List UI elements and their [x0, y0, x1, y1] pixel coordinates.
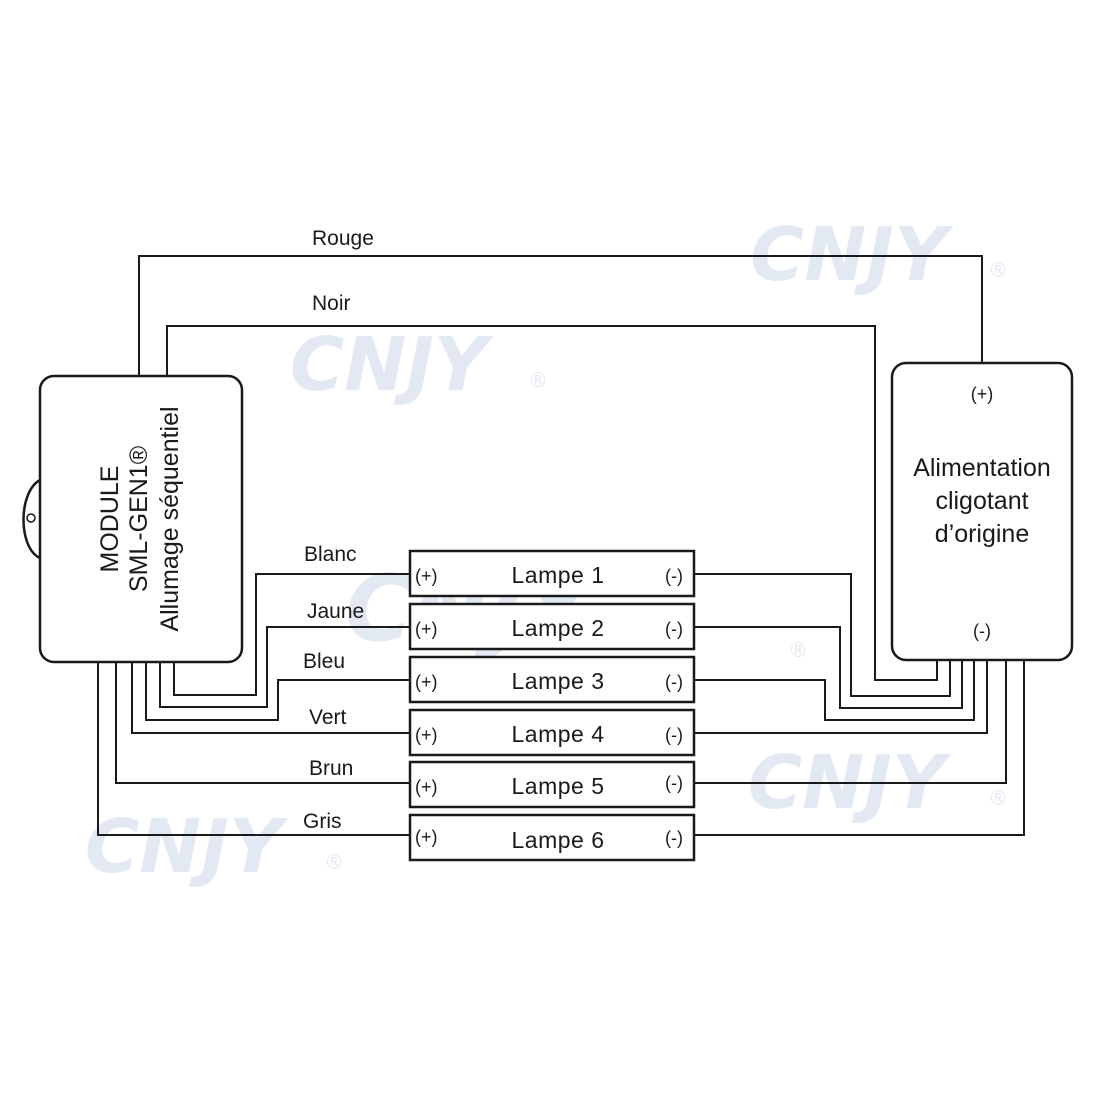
lamp-minus-terminal: (-) [665, 619, 683, 639]
watermark-mark: ® [324, 850, 344, 874]
lamp-plus-terminal: (+) [415, 777, 438, 797]
power-box: (+) Alimentation cligotant d’origine (-) [890, 361, 1074, 662]
wire-minus-lampe-5 [694, 660, 1007, 784]
lamp-box [408, 813, 696, 862]
wire-label: Bleu [303, 650, 345, 673]
lamp-minus-terminal: (-) [665, 828, 683, 848]
wire-label: Blanc [304, 543, 357, 566]
lamp-label: Lampe 3 [511, 668, 604, 694]
watermark-mark: ® [988, 258, 1008, 282]
wire-brun [115, 662, 410, 784]
watermark-text: CNJY [85, 804, 289, 890]
lamp-plus-terminal: (+) [415, 672, 438, 692]
wire-bleu [145, 662, 410, 721]
lamp-3: (+) Lampe 3 (-) Bleu [303, 650, 696, 704]
wire-noir [166, 325, 938, 681]
lamp-box [408, 655, 696, 704]
wire-minus-lampe-6 [694, 660, 1025, 836]
wire-blanc [173, 573, 410, 696]
lamp-label: Lampe 1 [511, 562, 604, 588]
wire-jaune [159, 626, 410, 708]
module-body [38, 374, 244, 664]
watermark-mark: ® [528, 368, 548, 392]
lamp-label: Lampe 5 [511, 773, 604, 799]
wire-label: Jaune [307, 600, 364, 623]
watermark-mark: ® [788, 638, 808, 662]
module-line-2: SML-GEN1® [125, 445, 153, 592]
lamp-label: Lampe 2 [511, 615, 604, 641]
lamp-plus-terminal: (+) [415, 725, 438, 745]
wire-label: Gris [303, 810, 342, 833]
wire-minus-lampe-3 [694, 660, 975, 721]
lamp-minus-terminal: (-) [665, 672, 683, 692]
lamp-box [408, 549, 696, 598]
power-line-3: d’origine [935, 520, 1030, 548]
lamp-plus-terminal: (+) [415, 619, 438, 639]
wire-minus-lampe-1 [694, 573, 951, 697]
watermark-text: CNJY [290, 322, 494, 408]
wire-vert [131, 662, 410, 734]
lamp-minus-terminal: (-) [665, 566, 683, 586]
wire-label-noir: Noir [312, 292, 351, 315]
lamp-5: (+) Lampe 5 (-) Brun [309, 757, 696, 809]
wire-minus-lampe-2 [694, 626, 963, 709]
lamp-minus-terminal: (-) [665, 773, 683, 793]
lamp-minus-terminal: (-) [665, 725, 683, 745]
module-label: MODULE SML-GEN1® Allumage séquentiel [96, 406, 184, 631]
wire-gris [97, 662, 410, 836]
module-line-1: MODULE [96, 466, 124, 573]
lamp-label: Lampe 4 [511, 721, 604, 747]
lamp-box [408, 708, 696, 757]
wire-label: Brun [309, 757, 353, 780]
power-line-2: cligotant [935, 487, 1028, 515]
power-body [890, 361, 1074, 662]
wire-minus-lampe-4 [694, 660, 988, 734]
lamp-1: (+) Lampe 1 (-) Blanc [304, 543, 696, 598]
wire-rouge [138, 255, 983, 376]
mount-hole-icon [26, 513, 36, 523]
watermark-mark: ® [988, 786, 1008, 810]
module-box: MODULE SML-GEN1® Allumage séquentiel [22, 374, 244, 664]
lamp-box [408, 602, 696, 651]
lamp-4: (+) Lampe 4 (-) Vert [309, 706, 696, 757]
lamp-2: (+) Lampe 2 (-) Jaune [307, 600, 696, 651]
power-minus-terminal: (-) [973, 621, 991, 641]
wire-label: Vert [309, 706, 347, 729]
power-line-1: Alimentation [913, 454, 1051, 482]
lamp-plus-terminal: (+) [415, 827, 438, 847]
wires [97, 255, 1025, 836]
module-line-3: Allumage séquentiel [156, 406, 184, 631]
lamp-6: (+) Lampe 6 (-) Gris [303, 810, 696, 862]
wire-label-rouge: Rouge [312, 227, 374, 250]
lamp-plus-terminal: (+) [415, 566, 438, 586]
lamp-label: Lampe 6 [511, 827, 604, 853]
lamp-box [408, 760, 696, 809]
power-plus-terminal: (+) [971, 384, 994, 404]
